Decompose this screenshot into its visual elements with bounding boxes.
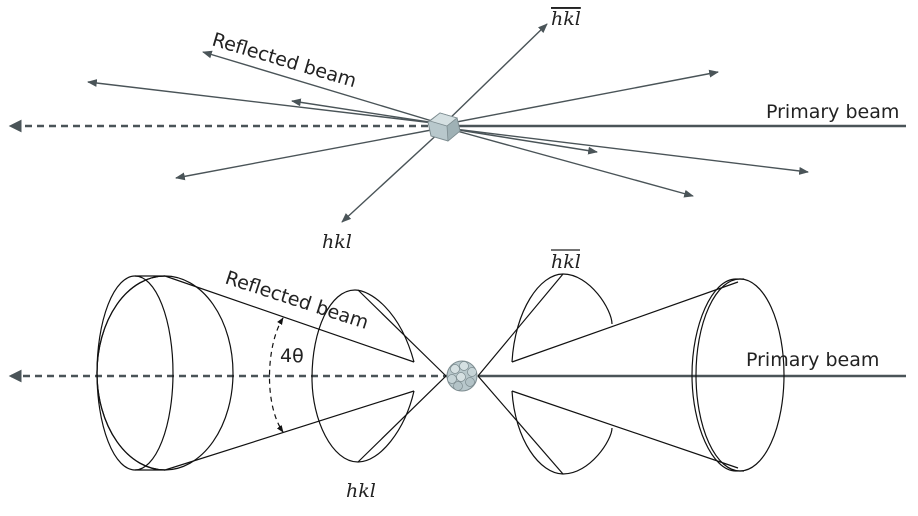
left-cone-top-edge [164,275,415,363]
hkl-label-top: hkl [322,231,352,253]
ray-hkl [341,129,443,223]
hkl-bar-label-bottom: hkl [551,251,581,273]
powder-panel: Reflected beam Primary beam hkl hkl 4θ [8,249,906,502]
left-cone [96,275,415,471]
ray-lower-left [175,127,443,181]
angle-label: 4θ [280,345,304,367]
primary-beam-label-bottom: Primary beam [746,349,879,371]
right-cone-bottom-edge [511,390,739,469]
left-cone-near-ellipse [96,275,174,471]
ring-hkl [311,289,447,463]
ray-upper-right [445,69,719,125]
crystal-icon [427,112,461,142]
ray-reflected [202,50,443,125]
right-cone-top-edge [511,281,739,363]
ray-upper-left [87,79,443,125]
ray-hkl-bar [443,23,548,125]
hkl-label-bottom: hkl [346,480,376,502]
ring-hkl-bar [477,273,613,475]
single-crystal-panel: Reflected beam Primary beam hkl hkl [8,7,906,253]
hkl-bar-label-top: hkl [551,8,581,30]
ray-short-right [445,127,598,155]
right-cone [511,278,785,472]
ray-lower-right-2 [445,127,694,198]
ray-short-left [291,98,443,125]
left-cone-bottom-edge [164,390,415,471]
primary-beam-label-top: Primary beam [766,101,899,123]
diffracted-rays [87,23,809,223]
angle-arc [268,317,284,433]
left-cone-far-ellipse [96,275,234,471]
ray-lower-right-1 [445,127,809,175]
powder-sample-icon [446,360,478,392]
reflected-beam-label-bottom: Reflected beam [222,267,371,334]
